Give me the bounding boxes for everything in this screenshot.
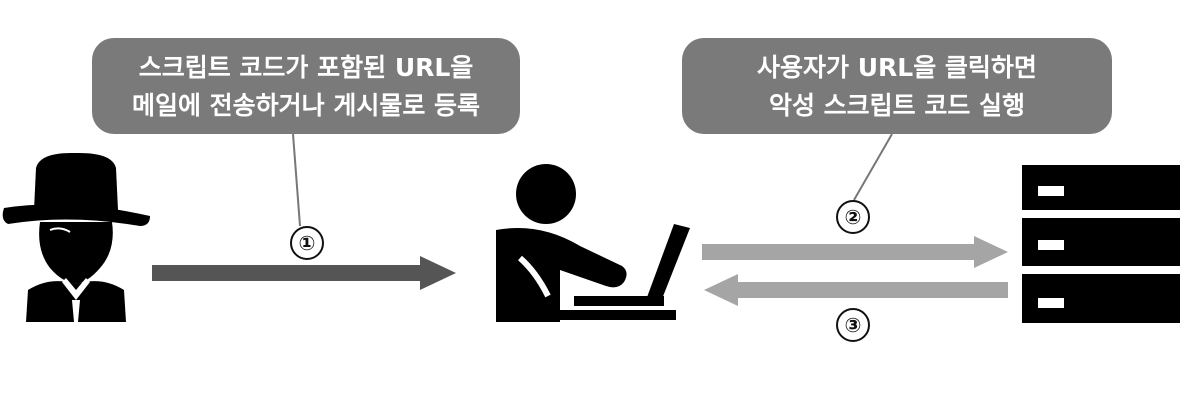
attacker-callout-pointer <box>292 133 301 227</box>
user-callout-pointer <box>853 133 893 201</box>
user-callout: 사용자가 URL을 클릭하면 악성 스크립트 코드 실행 <box>682 38 1112 134</box>
step-3-label: ③ <box>836 308 870 342</box>
arrow-server-to-user <box>704 274 1008 306</box>
user-callout-line-1: 사용자가 URL을 클릭하면 <box>757 53 1037 82</box>
attacker-callout: 스크립트 코드가 포함된 URL을 메일에 전송하거나 게시물로 등록 <box>92 38 520 134</box>
laptop-user-icon <box>496 164 690 322</box>
arrow-attacker-to-user <box>152 256 456 290</box>
attacker-callout-line-2: 메일에 전송하거나 게시물로 등록 <box>131 91 481 120</box>
attacker-callout-line-1: 스크립트 코드가 포함된 URL을 <box>138 53 474 82</box>
server-icon <box>1022 165 1180 323</box>
arrow-user-to-server <box>702 236 1008 268</box>
step-1-label: ① <box>290 226 324 260</box>
hacker-icon <box>2 152 150 322</box>
user-callout-line-2: 악성 스크립트 코드 실행 <box>768 91 1026 120</box>
step-2-label: ② <box>836 200 870 234</box>
